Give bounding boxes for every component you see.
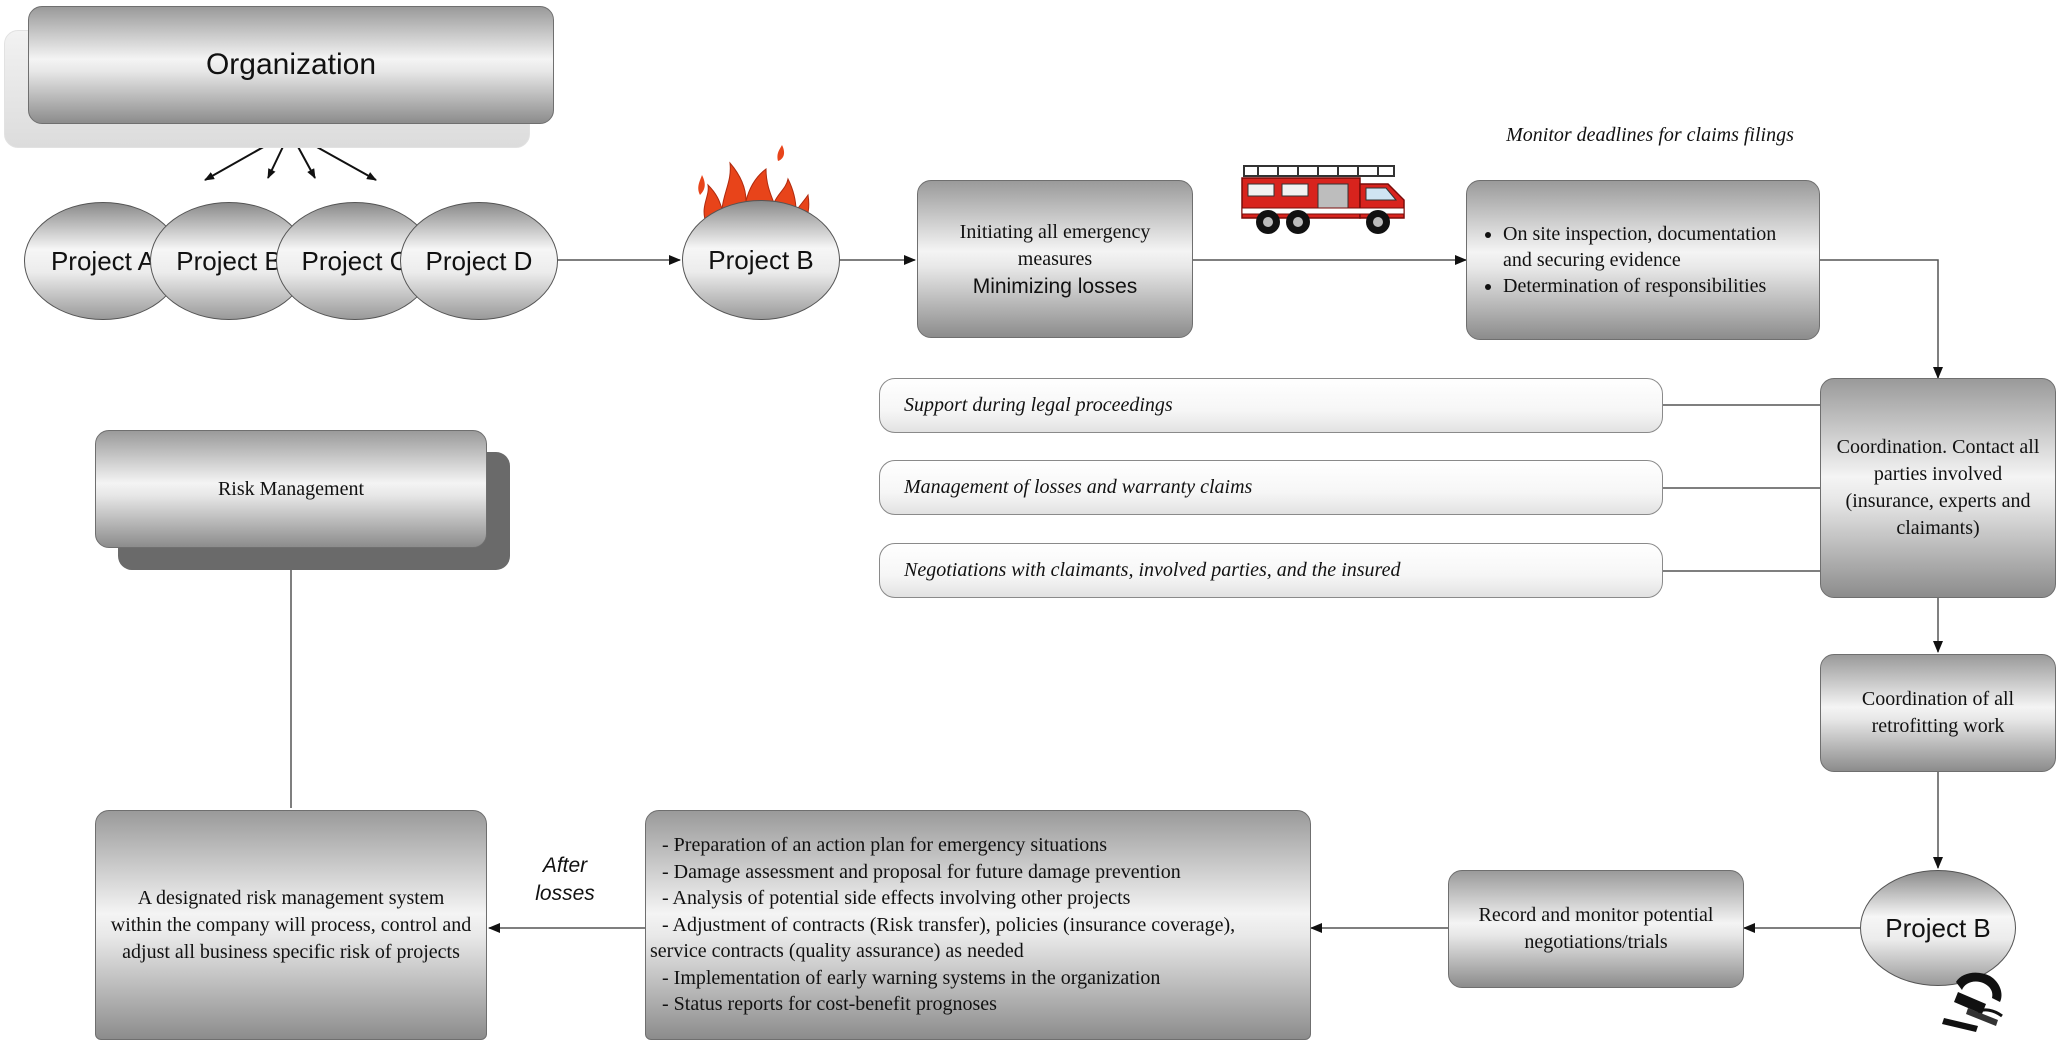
affected-project-label: Project B [708,244,814,275]
project-c-label: Project C [301,245,409,276]
after-losses-line1: After [542,854,588,877]
monitor-deadlines-note: Monitor deadlines for claims filings [1506,124,1794,146]
arrow-inspection-to-coordination [1820,259,1943,379]
risk-management-box: Risk Management [95,430,487,548]
emergency-line2: measures [1017,247,1093,270]
action-item: - Status reports for cost-benefit progno… [662,993,997,1016]
gavel-icon [1942,972,2003,1032]
project-a-label: Project A [50,245,156,276]
emergency-line1: Initiating all emergency [959,220,1151,243]
support-item-losses: Management of losses and warranty claims [879,460,1663,515]
action-item: service contracts (quality assurance) as… [650,940,1024,963]
emergency-measures-box: Initiating all emergency measures Minimi… [917,180,1193,338]
after-losses-line2: losses [535,882,595,905]
project-b-label: Project B [176,245,282,276]
project-d-oval: Project D [400,202,558,320]
action-item: - Preparation of an action plan for emer… [662,834,1108,857]
coordination-retrofit-label: Coordination of all retrofitting work [1861,688,2015,737]
organization-title: Organization [205,48,377,81]
action-item: - Adjustment of contracts (Risk transfer… [662,913,1236,936]
affected-project-oval: Project B [682,200,840,320]
support-item-legal: Support during legal proceedings [879,378,1663,433]
action-item: - Damage assessment and proposal for fut… [662,860,1181,883]
inspection-item: On site inspection, documentation and se… [1503,221,1809,273]
support-item-label: Negotiations with claimants, involved pa… [904,559,1401,581]
organization-box: Organization [28,6,554,124]
record-monitor-label: Record and monitor potential negotiation… [1478,904,1714,953]
emergency-line3: Minimizing losses [972,274,1138,298]
coordination-retrofit-box: Coordination of all retrofitting work [1820,654,2056,772]
action-plan-box: - Preparation of an action plan for emer… [645,810,1311,1040]
risk-system-box: A designated risk management system with… [95,810,487,1040]
action-item: - Analysis of potential side effects inv… [662,887,1131,910]
inspection-list: On site inspection, documentation and se… [1467,221,1819,299]
risk-system-label: A designated risk management system with… [110,886,472,963]
support-item-label: Management of losses and warranty claims [904,476,1253,498]
action-item: - Implementation of early warning system… [662,966,1161,989]
record-monitor-box: Record and monitor potential negotiation… [1448,870,1744,988]
inspection-item: Determination of responsibilities [1503,273,1809,299]
fire-truck-icon [1241,165,1405,234]
risk-management-label: Risk Management [217,477,365,500]
action-plan-list: - Preparation of an action plan for emer… [650,832,1235,1018]
end-project-b-label: Project B [1885,912,1991,943]
project-c-oval: Project C [276,202,434,320]
after-losses-label: After losses [510,852,620,908]
support-item-label: Support during legal proceedings [904,394,1173,416]
coordination-contact-box: Coordination. Contact all parties involv… [1820,378,2056,598]
support-item-negotiations: Negotiations with claimants, involved pa… [879,543,1663,598]
end-project-b-oval: Project B [1860,870,2016,986]
inspection-box: On site inspection, documentation and se… [1466,180,1820,340]
coordination-contact-label: Coordination. Contact all parties involv… [1836,436,2040,539]
project-d-label: Project D [425,245,533,276]
